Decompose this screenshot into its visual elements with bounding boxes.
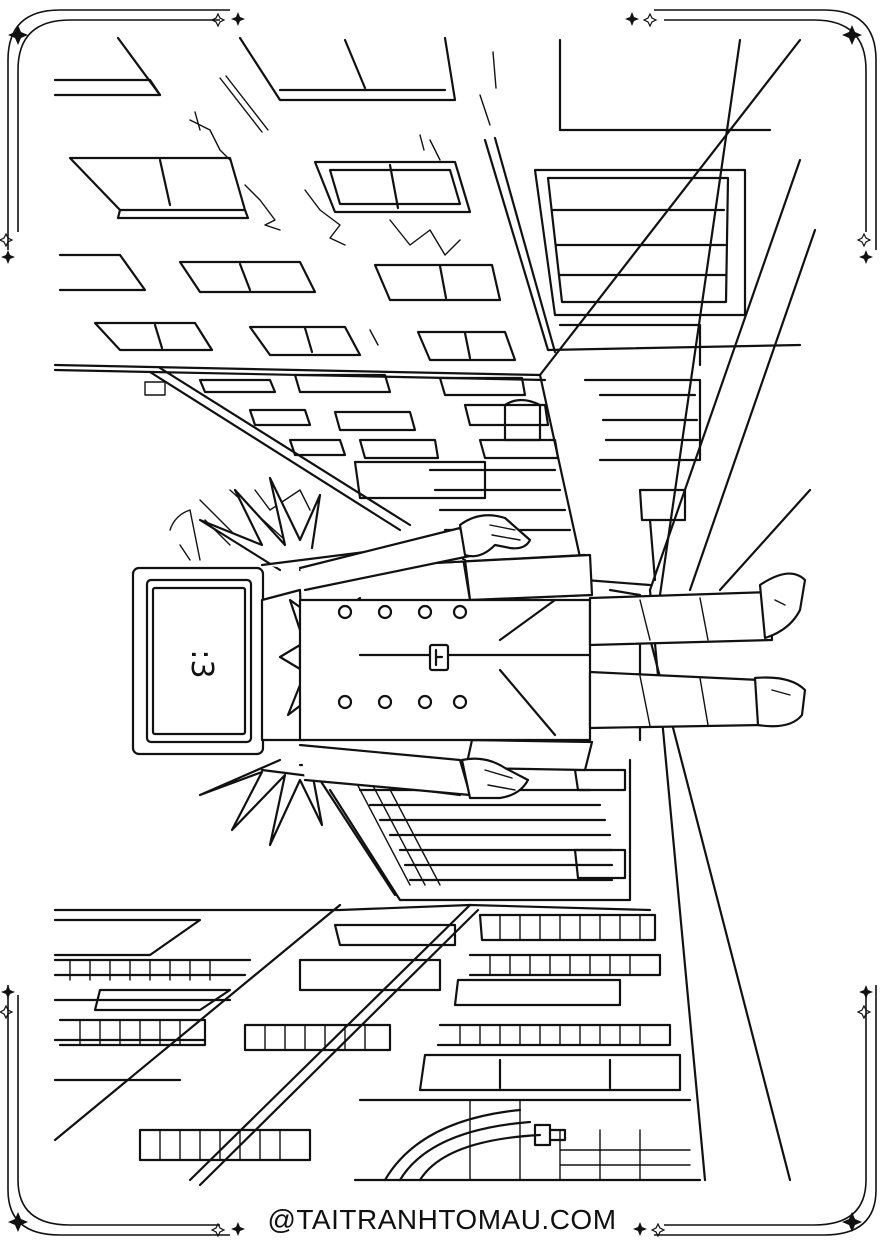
leg-left	[590, 592, 772, 645]
corner-ornament-top-left	[18, 20, 220, 232]
site-watermark: @TAITRANHTOMAU.COM	[267, 1204, 617, 1235]
building-upper-right	[485, 40, 815, 595]
coat-buttons	[339, 606, 466, 708]
tv-head-character	[133, 478, 805, 845]
shoe-right	[755, 678, 805, 727]
corner-ornament-bottom-right	[664, 995, 866, 1225]
shoe-left	[760, 574, 805, 638]
sparkle-icon	[1, 12, 873, 1236]
distant-buildings	[145, 368, 570, 560]
leg-right	[590, 672, 762, 728]
tv-face-text: :3	[184, 649, 220, 679]
corner-ornament-bottom-left	[18, 995, 220, 1225]
corner-ornament-top-right	[664, 20, 866, 232]
sparkle-outline-icon	[0, 14, 870, 1236]
